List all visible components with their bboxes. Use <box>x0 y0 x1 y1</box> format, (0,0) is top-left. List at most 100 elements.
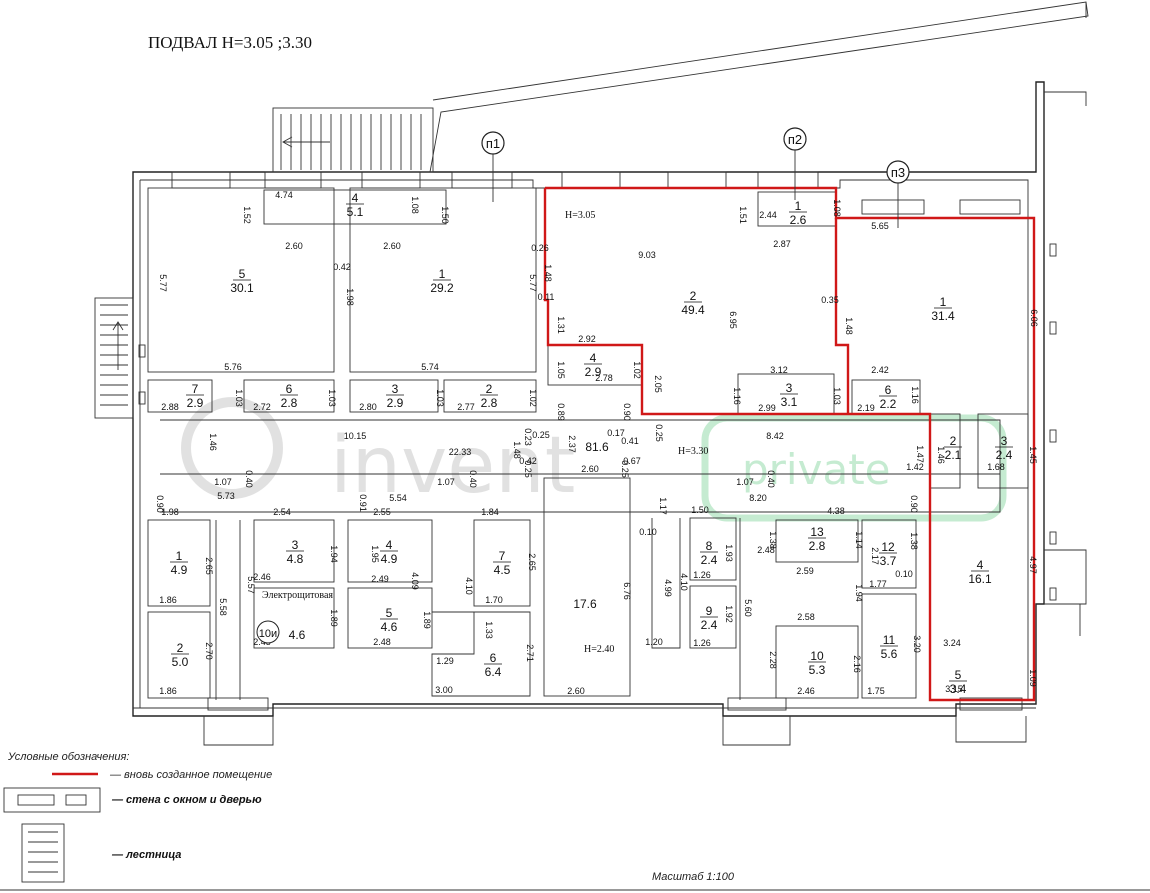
watermark-frame <box>701 414 1007 522</box>
room-area: 2.1 <box>945 448 962 462</box>
room-number: 3 <box>786 381 793 395</box>
room-area: 2.9 <box>187 396 204 410</box>
dimension-label: 0.10 <box>639 527 657 537</box>
room-number: 4 <box>977 558 984 572</box>
room-label: 105.3 <box>808 649 826 677</box>
new-room-outlines <box>543 186 1036 702</box>
room-label: 14.9 <box>170 549 188 577</box>
room-area: 49.4 <box>681 303 705 317</box>
dimension-label: 1.33 <box>484 621 494 639</box>
room-number: 2 <box>690 289 697 303</box>
dimension-label: 10.15 <box>344 431 367 441</box>
room-area: 2.4 <box>701 618 718 632</box>
dimension-label: 4.74 <box>275 190 293 200</box>
watermark: invent private <box>181 397 1007 522</box>
dimension-label: 2.44 <box>759 210 777 220</box>
room-number: 7 <box>499 549 506 563</box>
room-label: 4.6 <box>289 628 306 642</box>
room-number: 3 <box>1001 434 1008 448</box>
dimension-label: 2.55 <box>373 507 391 517</box>
room-area: 17.6 <box>573 597 597 611</box>
dimension-label: 2.71 <box>525 644 535 662</box>
axis-label-p3: п3 <box>891 165 905 180</box>
room-label: 416.1 <box>968 558 992 586</box>
room-label: 17.6 <box>573 597 597 611</box>
room-label: 32.4 <box>995 434 1013 462</box>
top-stair-icon <box>272 107 434 173</box>
dimension-label: 1.94 <box>329 545 339 563</box>
dimension-label: 0.40 <box>766 470 776 488</box>
room-label: 249.4 <box>681 289 705 317</box>
room-area: 2.8 <box>281 396 298 410</box>
dimension-label: 2.99 <box>758 403 776 413</box>
dimension-label: 1.77 <box>869 579 887 589</box>
dimension-label: 1.94 <box>854 584 864 602</box>
room-area: 4.6 <box>381 620 398 634</box>
room-area: 3.1 <box>781 395 798 409</box>
room-label: 132.8 <box>808 525 826 553</box>
room-area: 2.4 <box>996 448 1013 462</box>
room-label: 33.1 <box>780 381 798 409</box>
room-label: 82.4 <box>700 539 718 567</box>
dimension-label: 5.65 <box>871 221 889 231</box>
dimension-label: 4.38 <box>827 506 845 516</box>
room-label: 44.9 <box>380 538 398 566</box>
dimension-label: 0.40 <box>468 470 478 488</box>
room-number: 2 <box>177 641 184 655</box>
room-label: 72.9 <box>186 382 204 410</box>
room-label: 74.5 <box>493 549 511 577</box>
dimension-label: 1.08 <box>832 199 842 217</box>
room-area: 4.5 <box>494 563 511 577</box>
dimension-label: 0.89 <box>556 403 566 421</box>
dimension-label: 8.42 <box>766 431 784 441</box>
room-label: 22.8 <box>480 382 498 410</box>
dimension-label: 1.86 <box>159 686 177 696</box>
dimension-label: 2.70 <box>204 642 214 660</box>
room-area: 81.6 <box>585 440 609 454</box>
height-note-305: Н=3.05 <box>565 210 595 221</box>
dimension-label: 2.60 <box>567 686 585 696</box>
dimension-label: 1.38 <box>768 531 778 549</box>
room-label: 66.4 <box>484 651 502 679</box>
dimension-label: 2.42 <box>871 365 889 375</box>
height-note-240: Н=2.40 <box>584 644 614 655</box>
room-number: 5 <box>955 668 962 682</box>
watermark-text-left: invent <box>330 421 575 511</box>
dimension-label: 0.11 <box>538 292 555 302</box>
dimension-label: 2.28 <box>768 651 778 669</box>
room-area: 31.4 <box>931 309 955 323</box>
dimension-label: 1.48 <box>512 441 522 459</box>
dimension-label: 0.90 <box>155 495 165 513</box>
dimension-label: 1.03 <box>832 387 842 405</box>
room-number: 5 <box>386 606 393 620</box>
room-number: 4 <box>590 351 597 365</box>
room-label: 45.1 <box>346 191 364 219</box>
dimension-label: 2.46 <box>797 686 815 696</box>
dimension-label: 3.24 <box>943 638 961 648</box>
room-area: 4.9 <box>171 563 188 577</box>
room-label: 54.6 <box>380 606 398 634</box>
dimension-label: 1.75 <box>867 686 885 696</box>
room-number: 13 <box>810 525 824 539</box>
room-label: 129.2 <box>430 267 454 295</box>
tag-10i-label: 10и <box>259 628 277 640</box>
dimension-label: 1.03 <box>435 389 445 407</box>
dimension-label: 1.38 <box>909 532 919 550</box>
dimension-label: 1.16 <box>910 386 920 404</box>
room-label: 131.4 <box>931 295 955 323</box>
dimension-label: 1.26 <box>693 570 711 580</box>
dimension-label: 5.57 <box>246 576 256 594</box>
dimension-label: 1.98 <box>161 507 179 517</box>
dimension-label: 2.48 <box>757 545 775 555</box>
dimension-label: 2.16 <box>852 655 862 673</box>
dimension-label: 5.76 <box>224 362 242 372</box>
dimension-label: 2.80 <box>359 402 377 412</box>
dimension-label: 1.52 <box>242 206 252 224</box>
dimension-label: 0.25 <box>532 430 550 440</box>
dimension-label: 4.99 <box>663 579 673 597</box>
room-number: 2 <box>486 382 493 396</box>
dimension-label: 1.46 <box>936 446 946 464</box>
dimension-label: 4.10 <box>679 573 689 591</box>
room-area: 16.1 <box>968 572 992 586</box>
room-number: 5 <box>239 267 246 281</box>
